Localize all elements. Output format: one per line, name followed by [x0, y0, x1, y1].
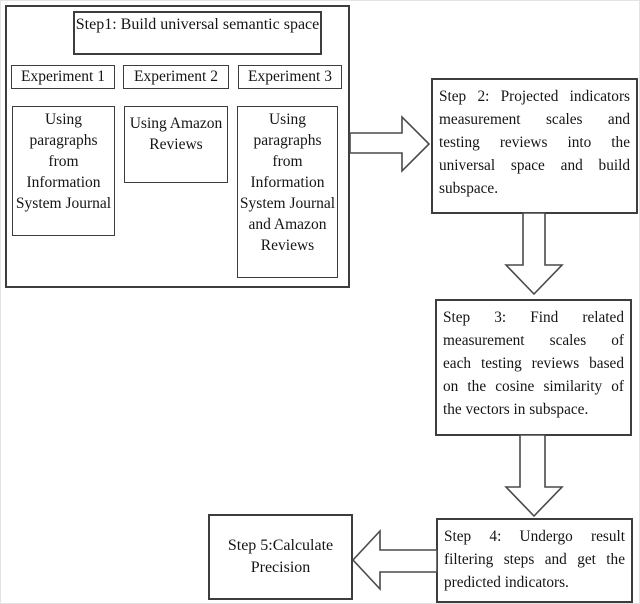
arrow-step1-to-step2-right-icon [349, 115, 431, 173]
step4-box: Step 4: Undergo result filtering steps an… [436, 518, 633, 603]
text-line: predicted indicators. [444, 574, 569, 591]
text-line: filtering steps and get the [444, 551, 625, 568]
step2-text: Step 2: Projected indicators measurement … [439, 85, 630, 200]
text-line: measurement scales of [443, 332, 624, 349]
arrow-step4-to-step5-left-icon [351, 528, 438, 592]
block-arrow-down-icon [504, 212, 564, 296]
experiment-1-method-box: Using paragraphs from Information System… [12, 106, 115, 236]
experiment-2-label: Experiment 2 [134, 68, 218, 85]
text-line: the vectors in subspace. [443, 401, 589, 418]
experiment-3-method-box: Using paragraphs from Information System… [237, 106, 338, 278]
text-line: each testing reviews based [443, 355, 624, 372]
step1-title: Step1: Build universal semantic space [75, 16, 320, 33]
step5-text: Step 5:Calculate Precision [227, 537, 334, 576]
step4-text: Step 4: Undergo result filtering steps an… [444, 525, 625, 594]
text-line: testing reviews into the [439, 134, 630, 151]
experiment-1-box: Experiment 1 [11, 65, 115, 89]
text-line: Step 3: Find related [443, 309, 624, 326]
experiment-2-method: Using Amazon Reviews [129, 115, 223, 153]
text-line: universal space and build [439, 157, 630, 174]
experiment-2-box: Experiment 2 [123, 65, 229, 89]
experiment-3-label: Experiment 3 [248, 68, 332, 85]
step3-box: Step 3: Find related measurement scales o… [435, 299, 632, 436]
step2-box: Step 2: Projected indicators measurement … [431, 78, 638, 214]
experiment-1-label: Experiment 1 [21, 68, 105, 85]
block-arrow-right-icon [349, 115, 431, 173]
text-line: measurement scales and [439, 111, 630, 128]
text-line: on the cosine similarity of [443, 378, 624, 395]
step5-box: Step 5:Calculate Precision [208, 514, 353, 600]
experiment-3-box: Experiment 3 [238, 65, 342, 89]
block-arrow-down-icon [504, 434, 564, 518]
experiment-3-method: Using paragraphs from Information System… [239, 111, 336, 254]
arrow-step2-to-step3-down-icon [504, 212, 564, 296]
text-line: Step 4: Undergo result [444, 528, 625, 545]
experiment-1-method: Using paragraphs from Information System… [15, 111, 112, 212]
step1-title-box: Step1: Build universal semantic space [73, 11, 322, 55]
arrow-step3-to-step4-down-icon [504, 434, 564, 518]
text-line: Step 2: Projected indicators [439, 88, 630, 105]
step3-text: Step 3: Find related measurement scales o… [443, 306, 624, 421]
experiment-2-method-box: Using Amazon Reviews [124, 106, 228, 183]
text-line: subspace. [439, 180, 499, 197]
block-arrow-left-icon [351, 528, 438, 592]
